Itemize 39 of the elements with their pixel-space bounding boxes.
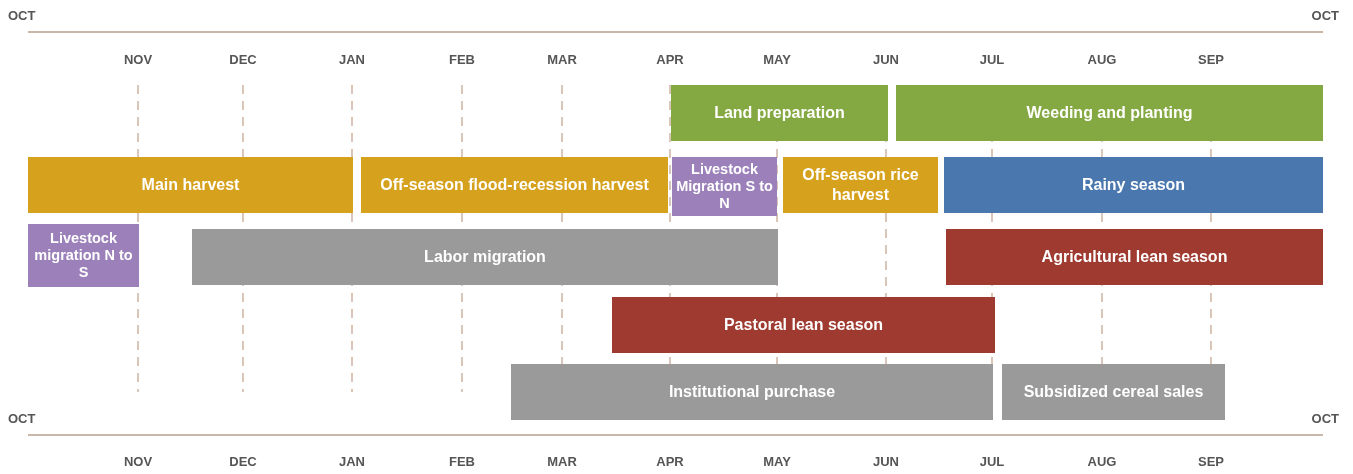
activity-bar: Institutional purchase <box>511 364 993 420</box>
activity-bar: Subsidized cereal sales <box>1002 364 1225 420</box>
month-label: JUN <box>873 52 899 67</box>
month-label: SEP <box>1198 52 1224 67</box>
activity-bar: Livestock migration N to S <box>28 224 139 287</box>
month-label: MAR <box>547 454 577 469</box>
activity-bar: Weeding and planting <box>896 85 1323 141</box>
month-label: JAN <box>339 454 365 469</box>
month-label: MAR <box>547 52 577 67</box>
month-label: JUL <box>979 52 1005 67</box>
month-label: APR <box>656 52 684 67</box>
month-label: OCT <box>1311 8 1339 23</box>
month-label: JUN <box>873 454 899 469</box>
activity-bar: Labor migration <box>192 229 778 285</box>
month-label: OCT <box>8 8 36 23</box>
month-label: MAY <box>763 454 791 469</box>
month-label: OCT <box>8 411 36 426</box>
activity-bar: Rainy season <box>944 157 1323 213</box>
activity-bar: Agricultural lean season <box>946 229 1323 285</box>
month-label: AUG <box>1087 454 1117 469</box>
month-label: NOV <box>123 454 153 469</box>
month-label: APR <box>656 454 684 469</box>
month-label: SEP <box>1198 454 1224 469</box>
month-label: FEB <box>449 52 475 67</box>
activity-bar: Pastoral lean season <box>612 297 995 353</box>
month-label: MAY <box>763 52 791 67</box>
month-label: DEC <box>229 52 257 67</box>
month-label: JAN <box>339 52 365 67</box>
activity-bar: Off-season rice harvest <box>783 157 938 213</box>
month-label: NOV <box>123 52 153 67</box>
month-label: DEC <box>229 454 257 469</box>
month-label: AUG <box>1087 52 1117 67</box>
activity-bar: Off-season flood-recession harvest <box>361 157 668 213</box>
month-label: OCT <box>1311 411 1339 426</box>
month-label: FEB <box>449 454 475 469</box>
activity-bar: Land preparation <box>671 85 888 141</box>
activity-bar: Main harvest <box>28 157 353 213</box>
month-label: JUL <box>979 454 1005 469</box>
activity-bar: Livestock Migration S to N <box>672 157 777 216</box>
